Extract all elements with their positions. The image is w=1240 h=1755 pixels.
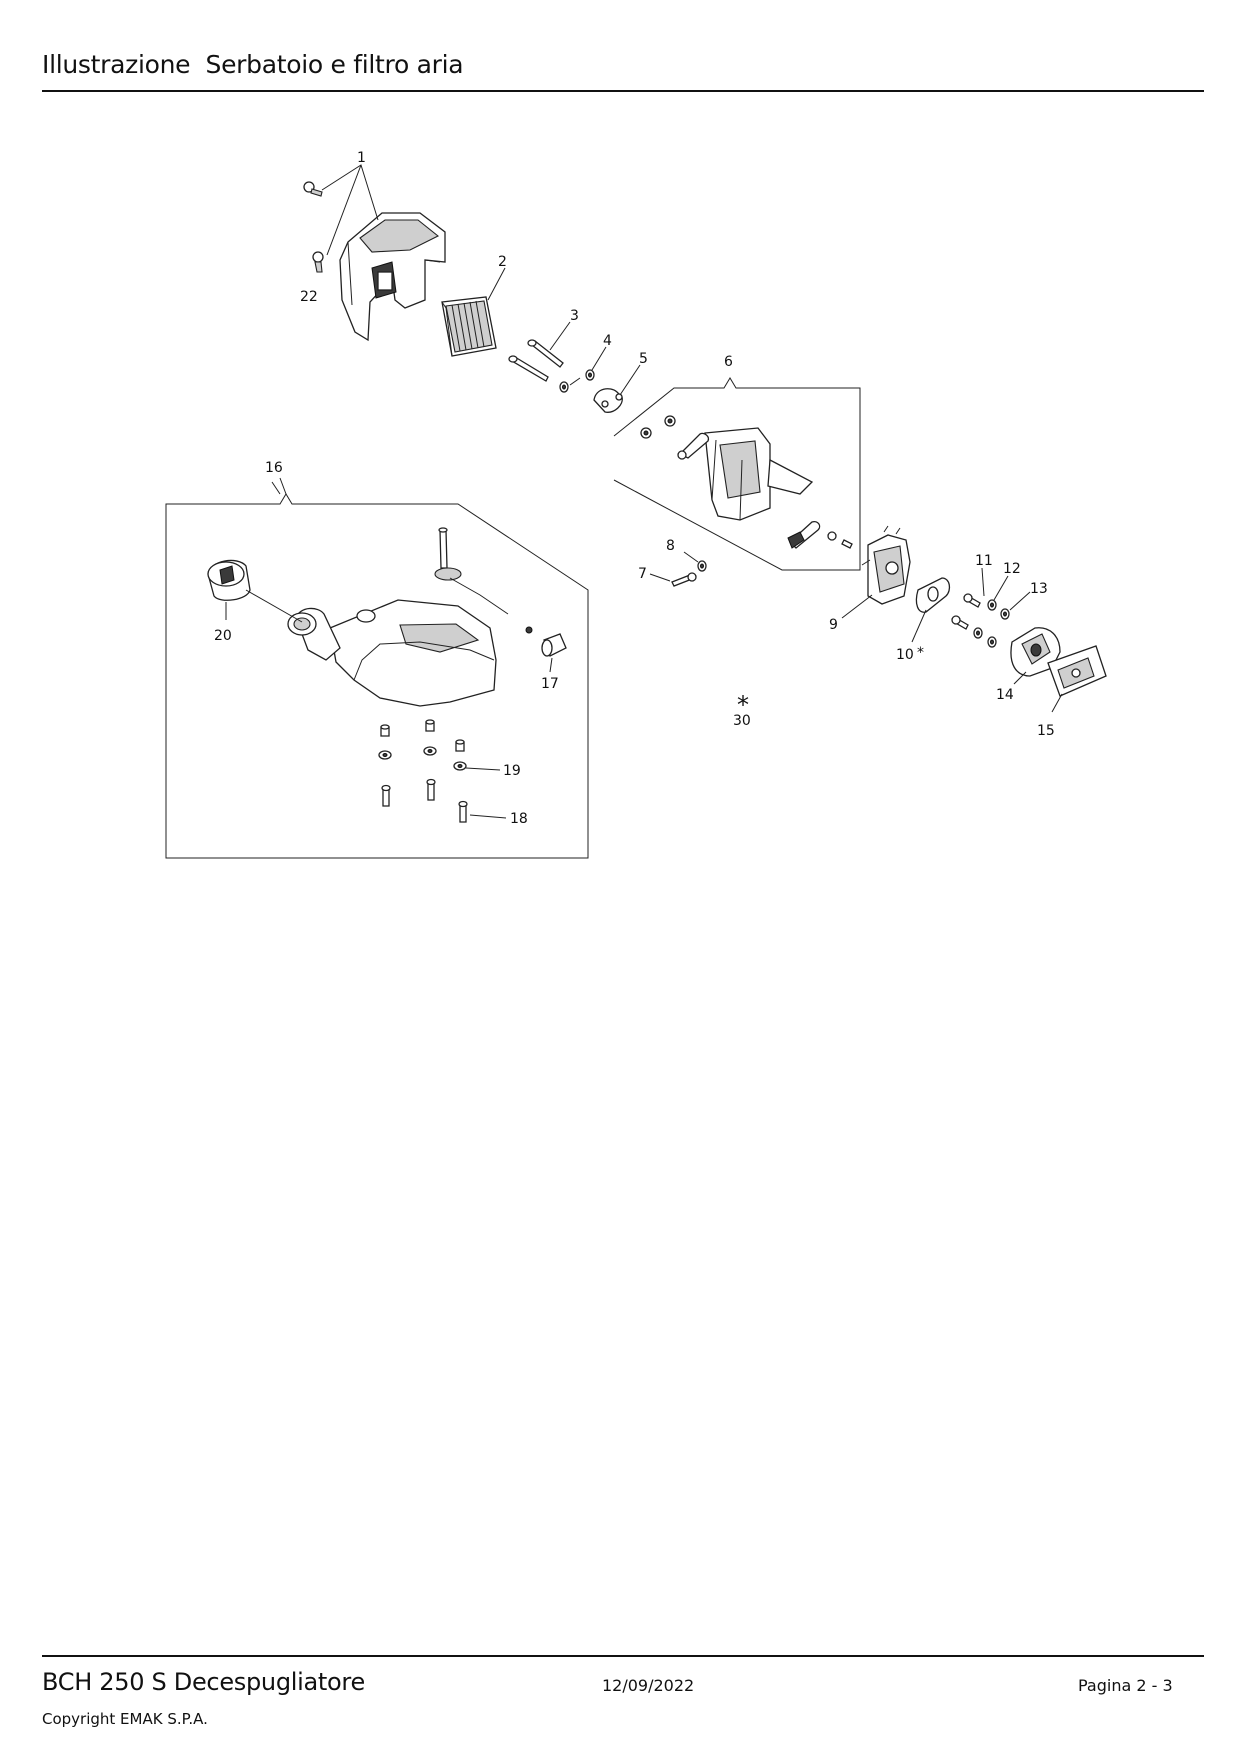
leader-18	[469, 814, 507, 819]
fuel-tank	[287, 599, 497, 707]
fuel-filter-17	[525, 626, 567, 657]
washer-8	[697, 560, 707, 572]
bracket-plate	[593, 388, 623, 413]
callout-17: 17	[541, 676, 559, 692]
cover-screw-top	[303, 181, 323, 197]
leader-1	[321, 164, 379, 256]
insulator-gasket	[1047, 645, 1107, 697]
callout-20: 20	[214, 628, 232, 644]
callout-16: 16	[265, 460, 283, 476]
fuel-cap	[207, 559, 303, 623]
filter-base-nuts	[640, 415, 676, 439]
group-6-frame	[613, 377, 861, 571]
leader-19	[465, 767, 501, 771]
air-filter-cover	[339, 212, 446, 342]
leader-3	[549, 321, 571, 351]
leader-17	[549, 657, 553, 673]
callout-15: 15	[1037, 723, 1055, 739]
carburetor-gasket	[915, 577, 951, 613]
callout-18: 18	[510, 811, 528, 827]
callout-5: 5	[639, 351, 648, 367]
carburetor	[861, 525, 911, 605]
callout-9: 9	[829, 617, 838, 633]
group-16-frame	[165, 493, 589, 859]
callout-6: 6	[724, 354, 733, 370]
callout-7: 7	[638, 566, 647, 582]
leader-15	[1051, 693, 1063, 713]
leader-7	[649, 573, 671, 582]
callout-12: 12	[1003, 561, 1021, 577]
tank-spacers	[380, 719, 465, 752]
callout-14: 14	[996, 687, 1014, 703]
leader-10	[911, 609, 927, 643]
washers-13	[987, 608, 1010, 648]
callout-22: 22	[300, 289, 318, 305]
tank-washers-19	[378, 746, 467, 771]
callout-13: 13	[1030, 581, 1048, 597]
page-title: Illustrazione Serbatoio e filtro aria	[42, 50, 464, 79]
choke-lever	[677, 432, 710, 460]
callout-19: 19	[503, 763, 521, 779]
callout-10: 10	[896, 647, 914, 663]
air-filter-element	[441, 296, 497, 357]
screws-11	[951, 593, 981, 630]
leader-11	[981, 567, 985, 597]
footer-date: 12/09/2022	[602, 1676, 695, 1695]
footer-copyright: Copyright EMAK S.P.A.	[42, 1710, 208, 1728]
leader-12	[993, 575, 1009, 601]
footer-page-number: Pagina 2 - 3	[1078, 1676, 1173, 1695]
footer-model: BCH 250 S Decespugliatore	[42, 1668, 365, 1696]
callout-1: 1	[357, 150, 366, 166]
small-screws-6	[827, 531, 853, 549]
footer-rule	[42, 1655, 1204, 1657]
filter-base	[704, 427, 814, 521]
callout-30: 30	[733, 713, 751, 729]
callout-11: 11	[975, 553, 993, 569]
leader-9	[841, 594, 873, 619]
leader-13	[1009, 591, 1031, 611]
callout-3: 3	[570, 308, 579, 324]
throttle-link	[787, 520, 821, 549]
long-screws	[508, 339, 564, 382]
fuel-hose	[434, 527, 509, 615]
tank-screws-18	[381, 778, 468, 823]
screw-7	[671, 572, 697, 587]
callout-30-asterisk: *	[737, 691, 749, 719]
callout-8: 8	[666, 538, 675, 554]
leader-4	[569, 346, 607, 386]
washers	[559, 369, 595, 393]
leader-14	[1013, 671, 1027, 685]
leader-8	[683, 551, 699, 563]
leader-5	[619, 364, 641, 396]
cover-screw-side	[312, 251, 324, 273]
callout-10-asterisk: *	[917, 645, 924, 661]
callout-2: 2	[498, 254, 507, 270]
callout-4: 4	[603, 333, 612, 349]
leader-2	[487, 267, 506, 301]
leader-16	[271, 477, 287, 495]
washers-12	[973, 599, 997, 639]
header-rule	[42, 90, 1204, 92]
